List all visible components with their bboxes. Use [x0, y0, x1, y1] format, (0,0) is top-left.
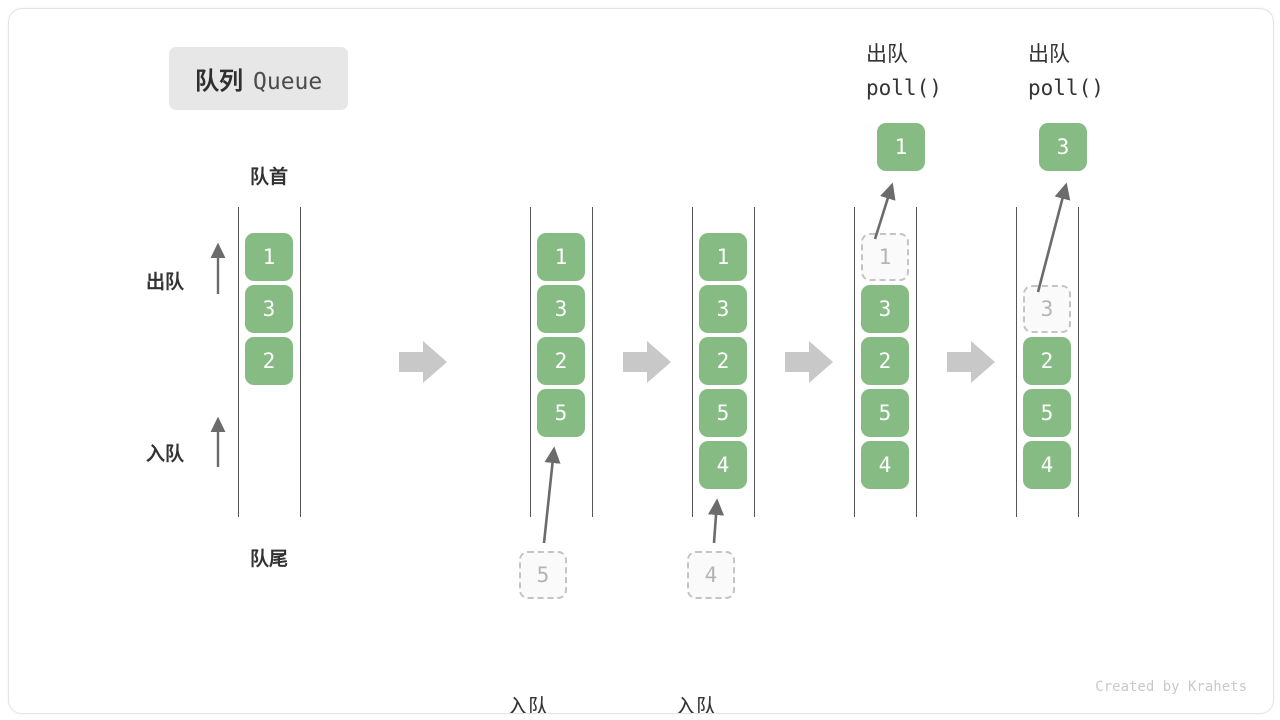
- stage-arrow-icon-2: [623, 341, 671, 383]
- dequeue-direction-label: 出队: [146, 271, 185, 293]
- queue-cell: 1: [537, 233, 585, 281]
- queue-cell: 2: [537, 337, 585, 385]
- queue-cell: 3: [537, 285, 585, 333]
- queue-rail-right-stage4: [916, 207, 917, 517]
- queue-cell: 5: [699, 389, 747, 437]
- ghost-cell-poll-3: 3: [1023, 285, 1071, 333]
- queue-rail-right-stage2: [592, 207, 593, 517]
- empty-slot-stage5: [1023, 233, 1071, 281]
- queue-rail-left-stage3: [692, 207, 693, 517]
- queue-cell: 4: [1023, 441, 1071, 489]
- enqueue-direction-label: 入队: [146, 443, 185, 465]
- caption-offer-4-cn: 入队: [675, 695, 717, 714]
- queue-cell: 2: [1023, 337, 1071, 385]
- queue-cell-new: 5: [537, 389, 585, 437]
- queue-cell: 1: [245, 233, 293, 281]
- poll-1-arrow-icon: [873, 182, 896, 240]
- queue-cell: 1: [699, 233, 747, 281]
- queue-rail-right-stage1: [300, 207, 301, 517]
- caption-offer-4: 入队 offer(4): [675, 622, 776, 714]
- caption-offer-5-cn: 入队: [507, 695, 549, 714]
- queue-tail-label: 队尾: [249, 548, 288, 570]
- queue-rail-left-stage4: [854, 207, 855, 517]
- queue-cell: 4: [861, 441, 909, 489]
- queue-cell: 2: [861, 337, 909, 385]
- queue-cell: 3: [861, 285, 909, 333]
- queue-cell-new: 4: [699, 441, 747, 489]
- ghost-cell-offer-4: 4: [687, 551, 735, 599]
- ghost-cell-poll-1: 1: [861, 233, 909, 281]
- ghost-cell-offer-5: 5: [519, 551, 567, 599]
- queue-cell: 5: [861, 389, 909, 437]
- queue-rail-right-stage5: [1078, 207, 1079, 517]
- queue-head-label: 队首: [249, 166, 288, 188]
- credit-text: Created by Krahets: [1095, 679, 1247, 695]
- caption-poll-3-code: poll(): [1028, 76, 1104, 101]
- popped-cell-3: 3: [1039, 123, 1087, 171]
- offer-4-arrow-icon: [707, 498, 725, 544]
- caption-poll-1-code: poll(): [866, 76, 942, 101]
- caption-poll-3-cn: 出队: [1028, 42, 1070, 66]
- queue-cell: 5: [1023, 389, 1071, 437]
- popped-cell-1: 1: [877, 123, 925, 171]
- stage-arrow-icon-1: [399, 341, 447, 383]
- caption-poll-1-cn: 出队: [866, 42, 908, 66]
- queue-cell: 2: [699, 337, 747, 385]
- queue-cell: 3: [245, 285, 293, 333]
- title-badge: 队列 Queue: [169, 47, 349, 110]
- queue-rail-left-stage2: [530, 207, 531, 517]
- caption-poll-3: 出队 poll(): [1028, 37, 1104, 105]
- diagram-canvas: 队列 Queue 队首 队尾 出队 入队 1 3 2 1 3 2 5 5 入队 …: [8, 8, 1274, 714]
- arrow-overlay: [210, 182, 1071, 544]
- caption-poll-1: 出队 poll(): [866, 37, 942, 105]
- stage-arrow-icon-4: [947, 341, 995, 383]
- title-en: Queue: [253, 69, 323, 95]
- queue-cell: 2: [245, 337, 293, 385]
- title-cn: 队列: [195, 67, 243, 95]
- queue-cell: 3: [699, 285, 747, 333]
- queue-rail-left-stage5: [1016, 207, 1017, 517]
- queue-rail-left-stage1: [238, 207, 239, 517]
- queue-rail-right-stage3: [754, 207, 755, 517]
- stage-arrow-icon-3: [785, 341, 833, 383]
- offer-5-arrow-icon: [542, 446, 561, 544]
- caption-offer-5: 入队 offer(5): [507, 622, 608, 714]
